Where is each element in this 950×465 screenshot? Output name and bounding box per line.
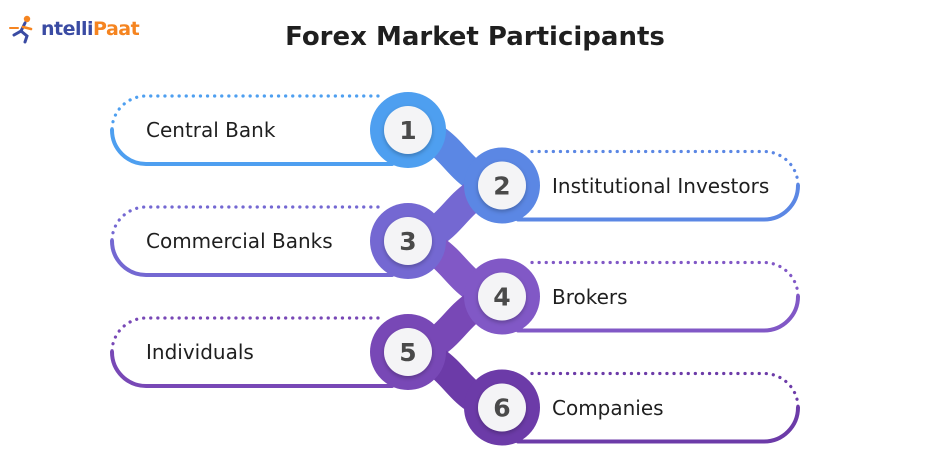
participant-label-5: Individuals <box>146 340 254 364</box>
participant-label-2: Institutional Investors <box>552 173 770 198</box>
frame-solid-2 <box>516 183 800 222</box>
participant-label-4: Brokers <box>552 284 628 309</box>
frame-dotted-6 <box>530 371 800 410</box>
step-node-6: 6 <box>464 369 540 446</box>
frame-solid-1 <box>110 128 394 166</box>
node-disc-5 <box>384 328 432 376</box>
participant-label-3: Commercial Banks <box>146 229 333 253</box>
step-number-4: 4 <box>493 283 510 312</box>
frame-solid-3 <box>110 239 394 277</box>
frame-dotted-5 <box>110 316 380 354</box>
frame-dotted-4 <box>530 260 800 299</box>
node-disc-4 <box>478 272 526 321</box>
frame-dotted-3 <box>110 205 380 243</box>
step-number-5: 5 <box>399 338 416 367</box>
step-number-3: 3 <box>399 227 416 256</box>
step-node-2: 2 <box>464 147 540 224</box>
node-disc-2 <box>478 161 526 210</box>
frame-solid-6 <box>516 405 800 444</box>
node-disc-6 <box>478 383 526 432</box>
running-person-icon <box>9 15 33 44</box>
participant-label-1: Central Bank <box>146 118 276 142</box>
step-node-3: 3 <box>370 203 446 279</box>
node-disc-3 <box>384 217 432 265</box>
step-number-6: 6 <box>493 394 510 423</box>
page-title: Forex Market Participants <box>285 22 665 52</box>
logo-text-paat: Paat <box>93 18 140 40</box>
frame-dotted-2 <box>530 149 800 188</box>
step-number-2: 2 <box>493 172 510 201</box>
frame-dotted-1 <box>110 94 380 132</box>
number-nodes: 1 2 3 4 5 6 <box>370 92 540 446</box>
logo-text-intelli: ntelli <box>41 18 94 40</box>
step-node-5: 5 <box>370 314 446 390</box>
node-disc-1 <box>384 106 432 154</box>
step-node-4: 4 <box>464 258 540 335</box>
frame-solid-5 <box>110 350 394 388</box>
step-number-1: 1 <box>399 116 416 145</box>
participant-label-6: Companies <box>552 395 664 420</box>
label-frames <box>110 94 800 444</box>
step-node-1: 1 <box>370 92 446 168</box>
frame-solid-4 <box>516 294 800 333</box>
